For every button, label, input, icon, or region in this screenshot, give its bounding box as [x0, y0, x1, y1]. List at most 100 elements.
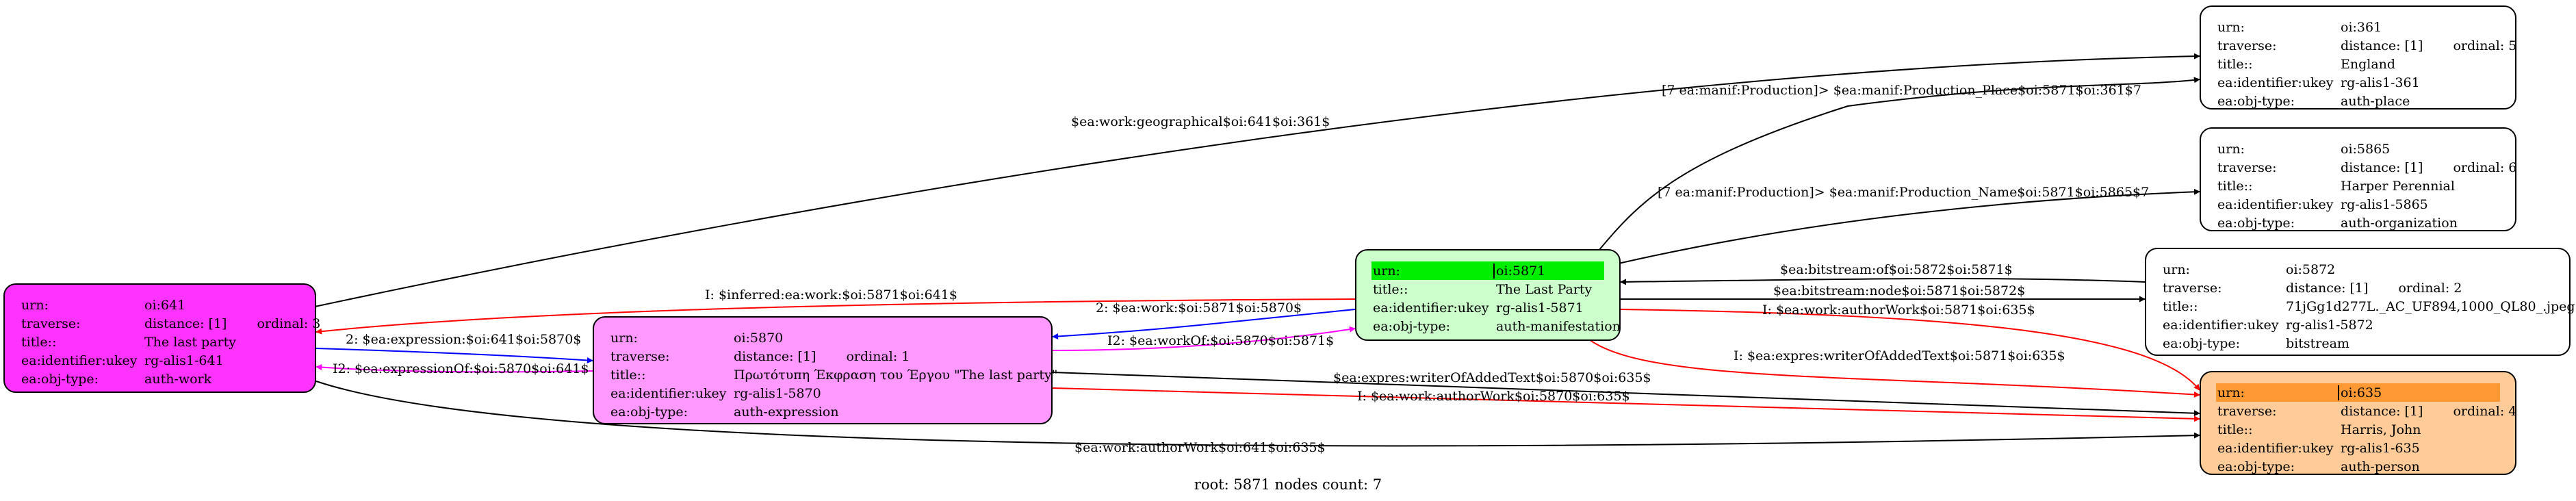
field-value: oi:635: [2339, 385, 2500, 400]
field-value: The Last Party: [1495, 282, 1604, 297]
node-field-row: title::The last party: [20, 333, 300, 351]
field-value-part: distance: [1]: [734, 348, 816, 364]
field-value: distance: [1] ordinal: 1: [732, 349, 1036, 364]
field-key: ea:obj-type:: [2217, 459, 2295, 474]
field-value-part: ordinal: 1: [846, 348, 910, 364]
edge-label: I: $ea:work:authorWork$oi:5871$oi:635$: [1762, 303, 2035, 318]
field-value-part: ordinal: 5: [2453, 38, 2517, 53]
node-field-row: title::The Last Party: [1371, 280, 1604, 298]
node-field-row: ea:identifier:ukey rg-alis1-5872: [2161, 316, 2554, 334]
field-value: distance: [1] ordinal: 6: [2339, 160, 2516, 175]
field-value: The last party: [143, 335, 300, 350]
field-value: rg-alis1-5871: [1495, 300, 1604, 316]
node-field-row: ea:obj-type: auth-person: [2216, 457, 2500, 476]
field-key: traverse:: [610, 348, 670, 364]
field-key: urn:: [1371, 263, 1495, 279]
field-value: auth-place: [2339, 94, 2500, 109]
node-field-row: title::England: [2216, 55, 2500, 73]
edge-e11: I2: $ea:workOf:$oi:5870$oi:5871$: [1052, 326, 1356, 351]
node-field-row: urn: oi:5865: [2216, 140, 2500, 158]
edge-label: I: $ea:work:authorWork$oi:5870$oi:635$: [1357, 389, 1630, 404]
graph-footer: root: 5871 nodes count: 7: [1194, 476, 1382, 493]
field-key: urn:: [2217, 141, 2245, 157]
node-field-row: urn:oi:5870: [609, 329, 1036, 347]
field-key: ea:obj-type:: [2217, 93, 2295, 109]
field-value: auth-person: [2339, 459, 2500, 474]
field-value: oi:641: [143, 298, 300, 313]
field-value: oi:5871: [1495, 264, 1604, 279]
field-value-part: rg-alis1-5870: [734, 385, 821, 401]
edge-label: I2: $ea:workOf:$oi:5870$oi:5871$: [1107, 333, 1334, 348]
field-value-part: Πρωτότυπη Έκφραση του Έργου "The last pa…: [734, 367, 1058, 383]
field-key: ea:identifier:ukey: [2163, 317, 2279, 333]
field-value-part: rg-alis1-641: [144, 352, 224, 368]
field-value-part: distance: [1]: [2341, 403, 2423, 419]
field-value-part: oi:5871: [1496, 263, 1546, 279]
field-key: ea:identifier:ukey: [21, 352, 138, 368]
field-key: traverse:: [21, 316, 81, 331]
node-field-row: title::71jGg1d277L._AC_UF894,1000_QL80_.…: [2161, 297, 2575, 316]
field-value: rg-alis1-635: [2339, 441, 2500, 456]
field-value: auth-expression: [732, 404, 1036, 420]
field-value: distance: [1]ordinal: 2: [2284, 281, 2554, 296]
node-field-row: title::Harper Perennial: [2216, 177, 2500, 195]
node-field-row: traverse:distance: [1]ordinal: 5: [2216, 36, 2516, 55]
field-key: ea:obj-type:: [21, 371, 99, 387]
field-value-part: 71jGg1d277L._AC_UF894,1000_QL80_.jpeg: [2286, 298, 2575, 314]
field-value-part: ordinal: 6: [2453, 159, 2517, 175]
node-field-row: ea:obj-type: auth-organization: [2216, 214, 2500, 232]
field-value: auth-work: [143, 372, 300, 387]
field-value: auth-organization: [2339, 216, 2500, 231]
edge-label: I: $inferred:ea:work:$oi:5871$oi:641$: [705, 287, 957, 303]
field-key: urn:: [2163, 261, 2190, 277]
field-value-part: Harper Perennial: [2341, 178, 2455, 194]
field-value-part: distance: [1]: [2341, 159, 2423, 175]
edge-e14: I: $ea:work:authorWork$oi:5870$oi:635$: [1052, 387, 2200, 422]
field-key: title::: [1373, 281, 1408, 297]
edge-e2: [7 ea:manif:Production]> $ea:manif:Produ…: [1570, 77, 2200, 284]
field-value: oi:5865: [2339, 142, 2500, 157]
node-field-row: urn: oi:5872: [2161, 260, 2554, 279]
field-value: oi:5872: [2284, 262, 2554, 277]
field-value: distance: [1]ordinal: 3: [143, 316, 320, 331]
field-value-part: auth-place: [2341, 93, 2410, 109]
edge-e7: 2: $ea:work:$oi:5871$oi:5870$: [1052, 300, 1356, 339]
field-key: ea:obj-type:: [2217, 215, 2295, 231]
field-key: ea:identifier:ukey: [610, 385, 727, 401]
field-value-part: rg-alis1-5872: [2286, 317, 2373, 333]
field-value-part: rg-alis1-5871: [1496, 300, 1584, 316]
field-value-part: ordinal: 3: [257, 316, 321, 331]
edge-label: [7 ea:manif:Production]> $ea:manif:Produ…: [1662, 83, 2141, 98]
field-value-part: rg-alis1-361: [2341, 75, 2420, 90]
field-key: ea:obj-type:: [2163, 335, 2241, 351]
field-key: ea:identifier:ukey: [1373, 300, 1489, 316]
edge-e15: $ea:work:authorWork$oi:641$oi:635$: [315, 381, 2200, 455]
field-key: urn:: [21, 297, 49, 313]
node-field-row: ea:identifier:ukey rg-alis1-641: [20, 351, 300, 370]
field-key: ea:identifier:ukey: [2217, 440, 2334, 456]
node-field-row: ea:obj-type:auth-expression: [609, 402, 1036, 421]
edge-e12: I2: $ea:expressionOf:$oi:5870$oi:641$: [315, 361, 593, 376]
field-value: rg-alis1-5865: [2339, 197, 2500, 212]
edge-e10: 2: $ea:expression:$oi:641$oi:5870$: [315, 332, 593, 363]
field-key: urn:: [2217, 19, 2245, 35]
node-field-row: urn:oi:5871: [1371, 261, 1604, 280]
field-value-part: bitstream: [2286, 335, 2349, 351]
field-value: 71jGg1d277L._AC_UF894,1000_QL80_.jpeg: [2284, 299, 2575, 314]
node-oi-641[interactable]: urn: oi:641 traverse: distance: [1]ordinal:…: [3, 283, 320, 393]
field-key: ea:obj-type:: [1373, 318, 1451, 334]
node-field-row: ea:identifier:ukey rg-alis1-635: [2216, 439, 2500, 457]
field-value-part: oi:5870: [734, 330, 784, 346]
field-value-part: auth-organization: [2341, 215, 2458, 231]
node-field-row: title::Harris, John: [2216, 420, 2500, 439]
field-value-part: ordinal: 2: [2398, 280, 2462, 296]
field-value: auth-manifestation: [1495, 319, 1621, 334]
